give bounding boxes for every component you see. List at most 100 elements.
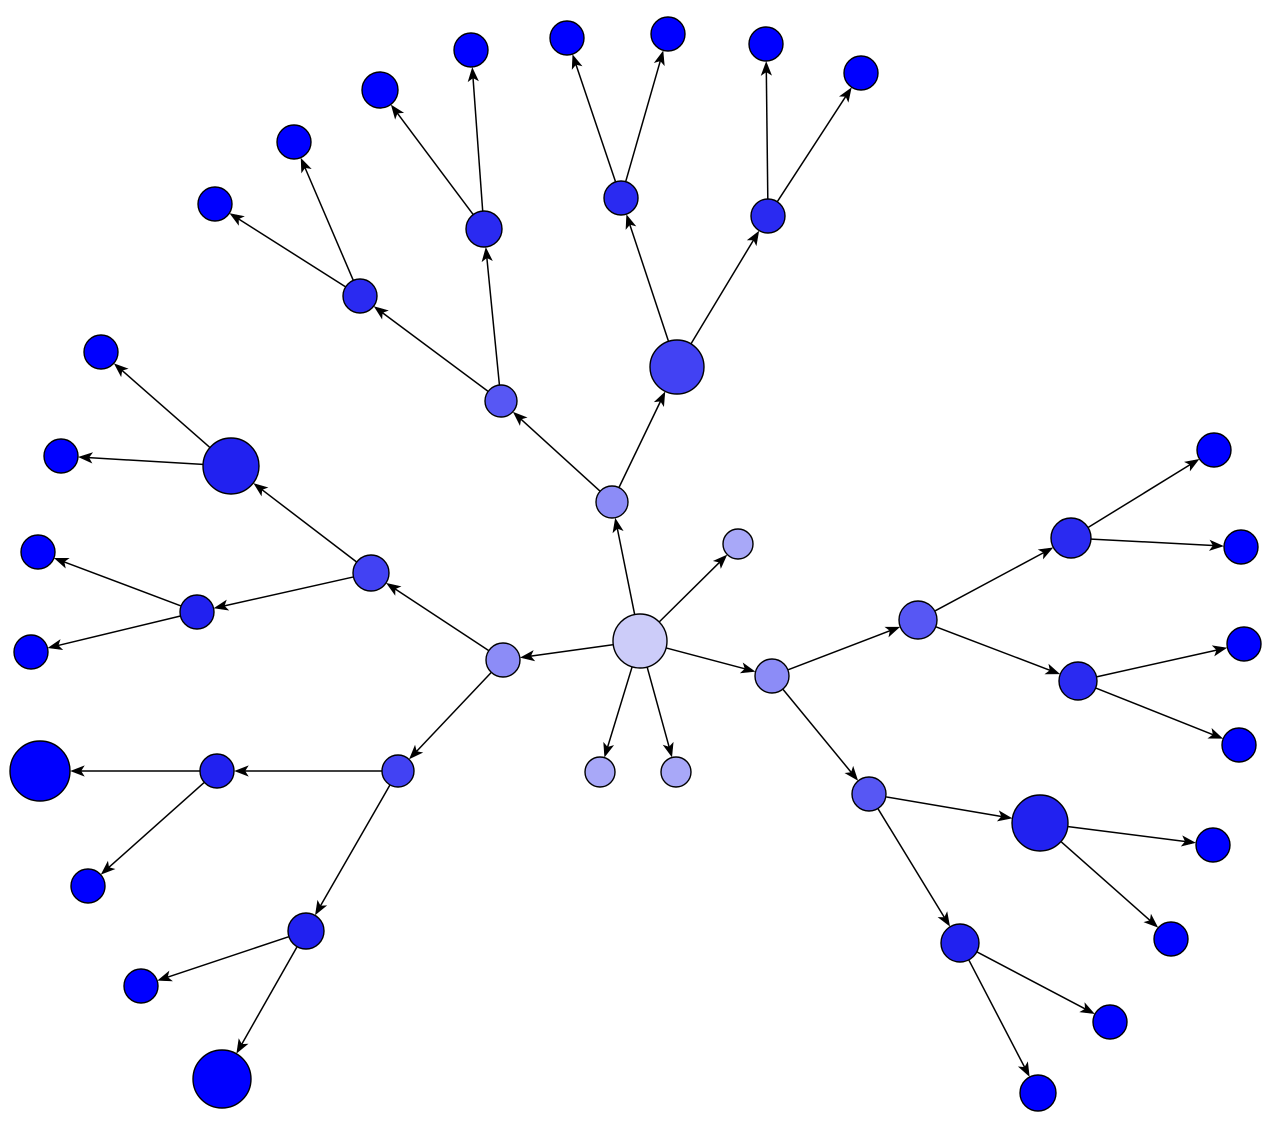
graph-edge (1068, 825, 1196, 847)
edge-arrowhead-icon (937, 911, 951, 927)
graph-node[interactable] (192, 1049, 252, 1109)
graph-node[interactable] (123, 968, 159, 1004)
graph-node[interactable] (199, 753, 235, 789)
graph-edge (213, 576, 354, 611)
graph-node-root[interactable] (612, 613, 668, 669)
graph-node[interactable] (287, 912, 325, 950)
edge-arrowhead-icon (47, 639, 64, 651)
edges-layer (47, 50, 1228, 1077)
edge-arrowhead-icon (100, 860, 116, 875)
graph-node[interactable] (898, 600, 938, 640)
graph-node[interactable] (1195, 827, 1231, 863)
edge-arrowhead-icon (481, 247, 493, 263)
graph-edge (625, 214, 670, 342)
edge-arrowhead-icon (386, 582, 402, 596)
graph-node[interactable] (843, 55, 879, 91)
edge-arrowhead-icon (229, 213, 245, 226)
graph-edge (886, 796, 1013, 822)
graph-node[interactable] (83, 334, 119, 370)
edge-arrowhead-icon (746, 230, 760, 247)
graph-node[interactable] (1226, 626, 1262, 662)
graph-node[interactable] (748, 26, 784, 62)
graph-node[interactable] (1058, 661, 1098, 701)
graph-node[interactable] (750, 198, 786, 234)
graph-node[interactable] (595, 485, 629, 519)
graph-node[interactable] (1092, 1004, 1128, 1040)
graph-node[interactable] (484, 384, 518, 418)
graph-node[interactable] (453, 32, 489, 68)
graph-node[interactable] (722, 528, 754, 560)
graph-node[interactable] (940, 923, 980, 963)
graph-node[interactable] (1153, 921, 1189, 957)
edge-arrowhead-icon (1209, 539, 1224, 551)
graph-node[interactable] (584, 756, 616, 788)
graph-edge (659, 554, 728, 623)
graph-edge (1091, 538, 1224, 551)
graph-node[interactable] (851, 776, 887, 812)
graph-node[interactable] (1221, 727, 1257, 763)
graph-node[interactable] (276, 124, 312, 160)
graph-node[interactable] (1019, 1074, 1057, 1112)
graph-node[interactable] (202, 437, 260, 495)
graph-node[interactable] (485, 642, 521, 678)
graph-edge (935, 626, 1061, 675)
graph-edge (390, 104, 474, 215)
graph-edge (520, 644, 613, 662)
graph-node[interactable] (20, 534, 56, 570)
edge-arrowhead-icon (213, 599, 230, 611)
edge-arrowhead-icon (760, 61, 772, 76)
graph-edge (976, 951, 1095, 1014)
graph-node[interactable] (43, 438, 79, 474)
edge-arrowhead-icon (739, 662, 756, 674)
graph-edge (877, 808, 951, 927)
graph-node[interactable] (1050, 517, 1092, 559)
graph-edge (467, 67, 484, 211)
edge-arrowhead-icon (1207, 728, 1224, 739)
graph-node[interactable] (603, 180, 639, 216)
edge-arrowhead-icon (315, 899, 328, 916)
graph-edge (571, 54, 617, 182)
graph-edge (666, 647, 756, 674)
edge-arrowhead-icon (603, 741, 615, 758)
edge-arrowhead-icon (571, 54, 583, 70)
graph-edge (788, 626, 901, 671)
graph-edge (1088, 458, 1200, 528)
graph-node[interactable] (1223, 529, 1259, 565)
graph-node[interactable] (342, 278, 378, 314)
graph-node[interactable] (361, 71, 399, 109)
graph-node[interactable] (70, 868, 106, 904)
graph-edge (760, 61, 772, 199)
graph-node[interactable] (650, 16, 686, 52)
edge-arrowhead-icon (113, 363, 129, 378)
edge-arrowhead-icon (838, 87, 852, 103)
graph-node[interactable] (549, 20, 585, 56)
edge-arrowhead-icon (520, 650, 536, 662)
edge-arrowhead-icon (712, 554, 728, 569)
graph-edge (1060, 841, 1159, 928)
graph-edge (1095, 687, 1224, 739)
graph-node[interactable] (465, 210, 503, 248)
edge-arrowhead-icon (1180, 835, 1196, 847)
graph-node[interactable] (649, 339, 705, 395)
graph-node[interactable] (381, 754, 415, 788)
graph-edge (968, 959, 1030, 1077)
graph-edge (646, 667, 674, 758)
graph-node[interactable] (9, 740, 71, 802)
graph-node[interactable] (197, 186, 233, 222)
graph-node[interactable] (1011, 794, 1069, 852)
graph-node[interactable] (352, 554, 390, 592)
graph-node[interactable] (1196, 432, 1232, 468)
graph-edge (481, 247, 501, 385)
edge-arrowhead-icon (1037, 547, 1054, 560)
graph-edge (373, 306, 489, 392)
graph-node[interactable] (13, 634, 49, 670)
edge-arrowhead-icon (409, 744, 424, 760)
edge-arrowhead-icon (236, 1038, 249, 1054)
graph-node[interactable] (754, 658, 790, 694)
graph-node[interactable] (179, 594, 215, 630)
edge-arrowhead-icon (54, 557, 70, 569)
graph-node[interactable] (660, 756, 692, 788)
edge-arrowhead-icon (512, 411, 528, 426)
edge-arrowhead-icon (467, 67, 479, 83)
